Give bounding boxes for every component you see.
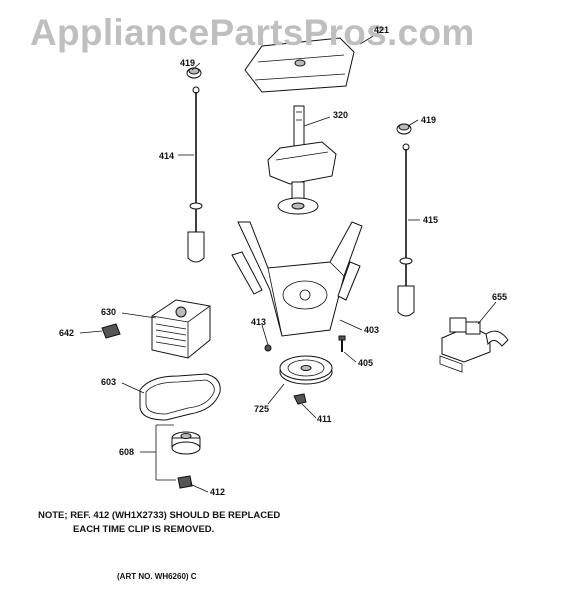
label-411: 411 bbox=[317, 414, 332, 424]
label-630: 630 bbox=[101, 307, 117, 317]
label-412: 412 bbox=[210, 487, 226, 497]
part-655-water-valve bbox=[439, 317, 509, 373]
part-415-suspension-rod bbox=[397, 143, 415, 317]
note-line-1: NOTE; REF. 412 (WH1X2733) SHOULD BE REPL… bbox=[38, 510, 281, 521]
part-419-cap-left bbox=[186, 67, 202, 79]
part-405-screw bbox=[338, 335, 346, 352]
part-421-cover bbox=[244, 37, 355, 93]
part-608-clutch-pulley bbox=[171, 431, 201, 455]
part-725-pulley bbox=[279, 355, 333, 385]
label-419-left: 419 bbox=[180, 58, 196, 68]
label-415: 415 bbox=[423, 215, 439, 225]
part-630-motor bbox=[151, 299, 211, 359]
part-413-nut bbox=[264, 344, 272, 352]
label-403: 403 bbox=[364, 325, 380, 335]
label-603: 603 bbox=[101, 377, 117, 387]
part-403-mounting-frame bbox=[231, 221, 363, 337]
label-414: 414 bbox=[159, 151, 175, 161]
label-608: 608 bbox=[119, 447, 135, 457]
part-412-clip bbox=[177, 475, 193, 489]
label-413: 413 bbox=[251, 317, 267, 327]
art-number: (ART NO. WH6260) C bbox=[117, 572, 197, 581]
label-421: 421 bbox=[374, 25, 390, 35]
part-411-nut bbox=[293, 393, 307, 405]
label-320: 320 bbox=[333, 110, 349, 120]
part-603-belt bbox=[139, 373, 221, 421]
watermark-text: AppliancePartsPros.com bbox=[30, 12, 475, 53]
label-725: 725 bbox=[254, 404, 270, 414]
part-414-suspension-rod bbox=[187, 86, 205, 263]
label-655: 655 bbox=[492, 292, 508, 302]
note-line-2: EACH TIME CLIP IS REMOVED. bbox=[73, 524, 215, 535]
label-405: 405 bbox=[358, 358, 374, 368]
part-320-transmission bbox=[267, 105, 337, 215]
label-642: 642 bbox=[59, 328, 75, 338]
part-642-connector bbox=[101, 323, 121, 339]
leader-lines bbox=[79, 31, 497, 493]
part-419-cap-right bbox=[396, 123, 412, 135]
label-419-right: 419 bbox=[421, 115, 437, 125]
